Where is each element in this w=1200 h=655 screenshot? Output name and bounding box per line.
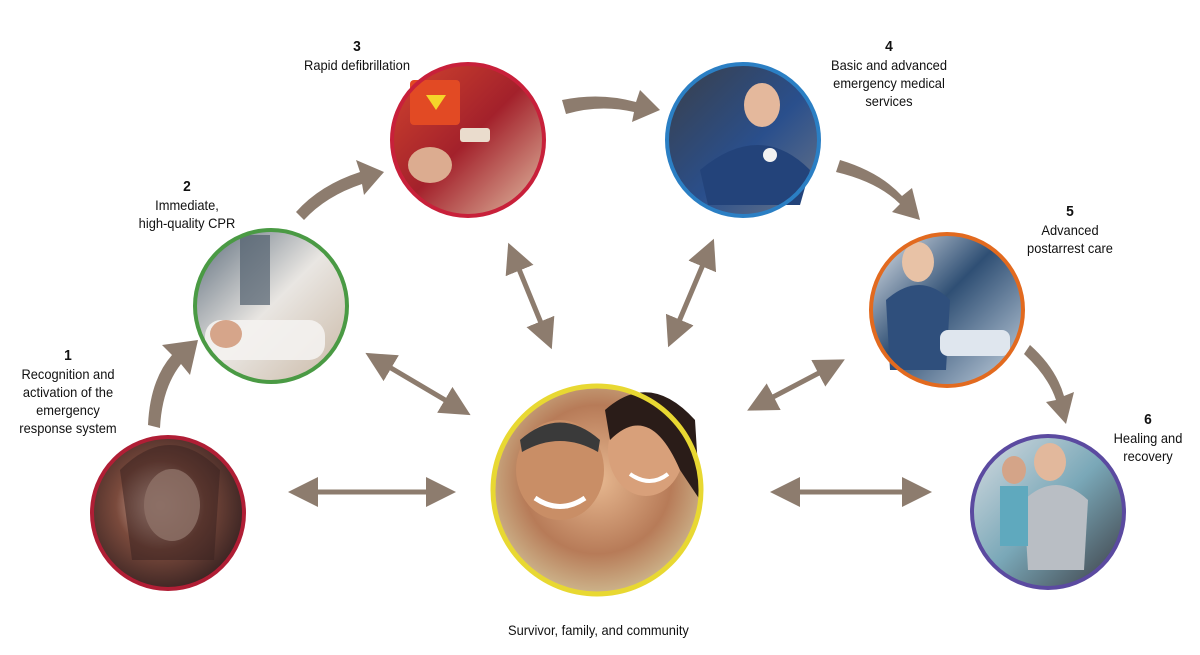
step6-text-line: Healing and [1102, 429, 1194, 447]
step2-label: 2 Immediate, high-quality CPR [127, 178, 247, 232]
step3-photo [392, 64, 544, 216]
step5-label: 5 Advanced postarrest care [1015, 203, 1125, 257]
step1-text-line: Recognition and [13, 365, 123, 383]
arrow-step1-to-step2 [148, 340, 198, 428]
step2-text-line: Immediate, [127, 196, 247, 214]
step1-text-line: response system [13, 419, 123, 437]
step4-photo [667, 64, 819, 216]
step1-photo [92, 437, 244, 589]
step2-text-line: high-quality CPR [127, 214, 247, 232]
step4-text-line: emergency medical [822, 74, 956, 92]
step5-text-line: Advanced [1015, 221, 1125, 239]
step2-number: 2 [127, 178, 247, 196]
arrow-step4-center [672, 248, 710, 338]
step3-number: 3 [288, 38, 426, 56]
step1-text-line: emergency [13, 401, 123, 419]
step4-text-line: Basic and advanced [822, 56, 956, 74]
arrow-step4-to-step5 [836, 160, 920, 220]
step4-label: 4 Basic and advanced emergency medical s… [822, 38, 956, 110]
step1-label: 1 Recognition and activation of the emer… [13, 347, 123, 437]
step2-photo [195, 230, 347, 382]
arrow-step3-center [512, 252, 548, 340]
step4-text-line: services [822, 92, 956, 110]
step6-number: 6 [1102, 411, 1194, 429]
arrow-step5-center [756, 364, 836, 406]
step1-number: 1 [13, 347, 123, 365]
step1-text-line: activation of the [13, 383, 123, 401]
arrow-step3-to-step4 [562, 90, 660, 122]
arrow-step5-to-step6 [1024, 345, 1074, 424]
arrow-step2-center [374, 358, 462, 410]
arrow-step2-to-step3 [296, 160, 384, 220]
step6-text-line: recovery [1102, 447, 1194, 465]
step5-text-line: postarrest care [1015, 239, 1125, 257]
step6-label: 6 Healing and recovery [1102, 411, 1194, 465]
step3-text-line: Rapid defibrillation [288, 56, 426, 74]
step3-label: 3 Rapid defibrillation [288, 38, 426, 74]
center-caption: Survivor, family, and community [508, 622, 689, 638]
step5-photo [871, 234, 1023, 386]
center-photo [493, 386, 701, 594]
step5-number: 5 [1015, 203, 1125, 221]
step4-number: 4 [822, 38, 956, 56]
